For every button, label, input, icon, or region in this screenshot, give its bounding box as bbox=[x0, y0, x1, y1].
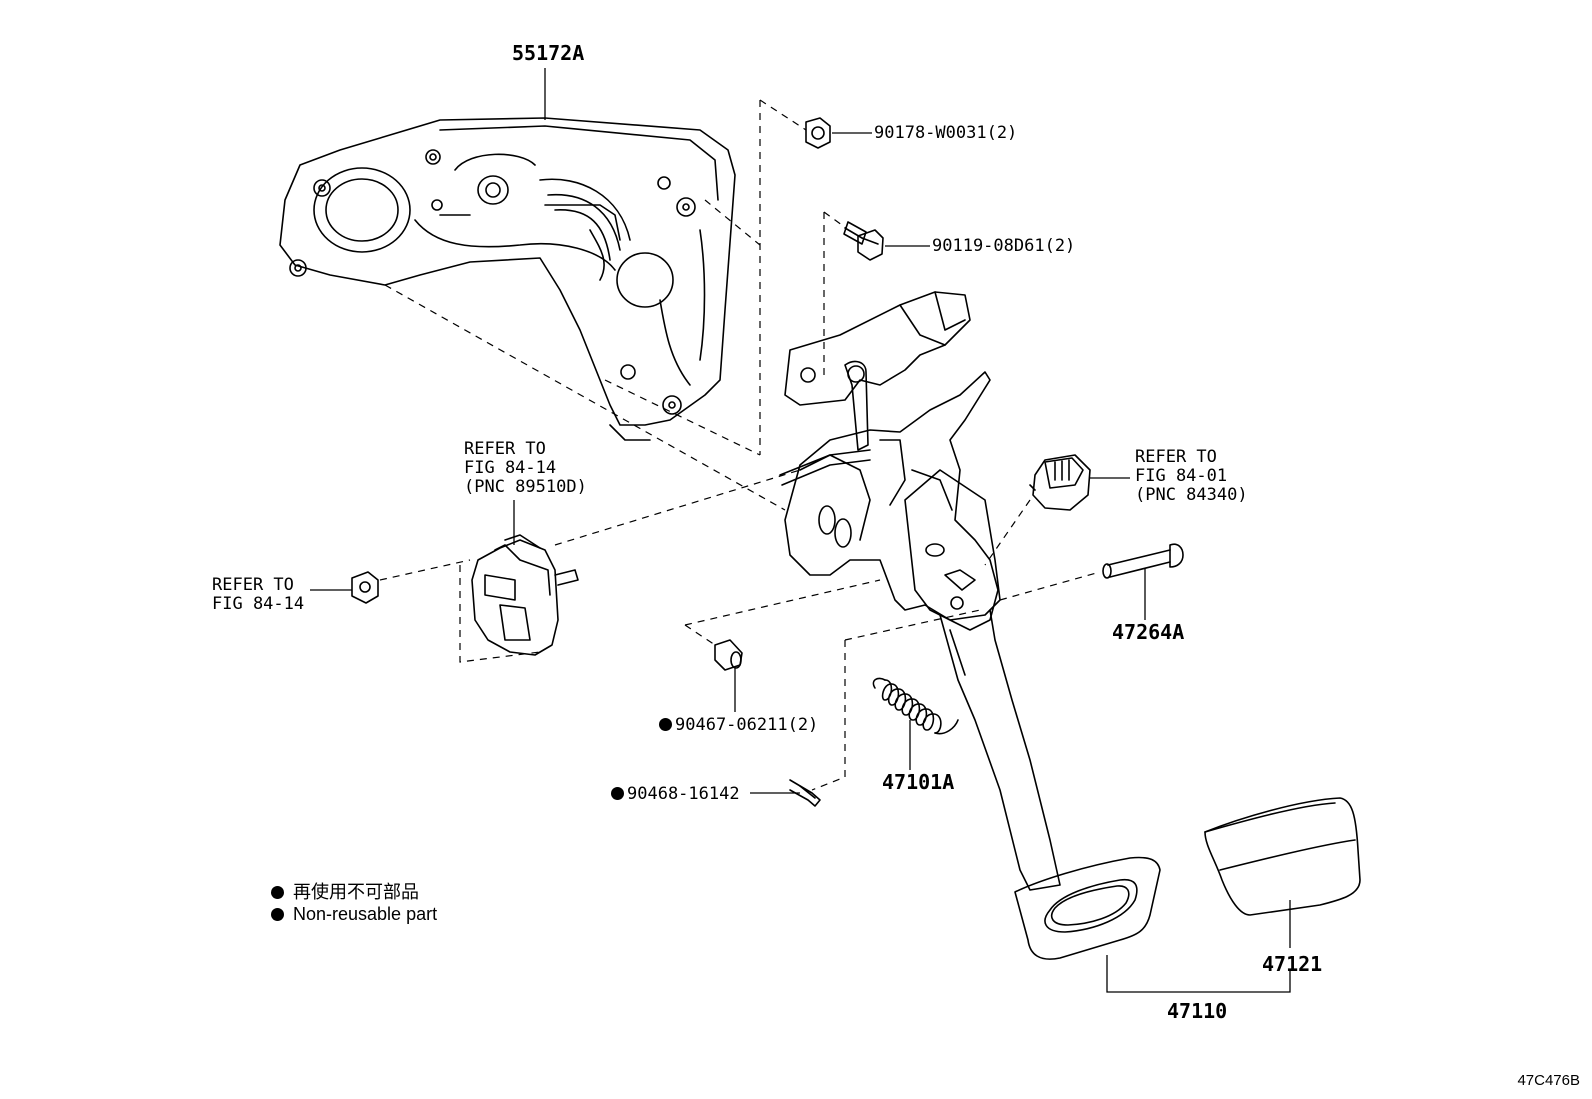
pedal-pad-drawing bbox=[1204, 797, 1361, 916]
bushing-drawing bbox=[714, 639, 743, 671]
stop-lamp-switch-drawing bbox=[1029, 454, 1091, 511]
legend-item-english: Non-reusable part bbox=[271, 904, 437, 925]
nut-drawing bbox=[805, 117, 831, 149]
part-label-clip: 90468-16142 bbox=[611, 785, 740, 804]
dashed-guide-lines bbox=[379, 99, 1101, 791]
part-label-pad: 47121 bbox=[1262, 952, 1323, 976]
non-reusable-dot-icon bbox=[271, 908, 284, 921]
drawing-code: 47C476B bbox=[1517, 1072, 1580, 1089]
part-label-pin: 47264A bbox=[1112, 620, 1185, 644]
part-label-nut: 90178-W0031(2) bbox=[874, 123, 1018, 143]
non-reusable-dot-icon bbox=[271, 886, 284, 899]
part-label-bushing-text: 90467-06211(2) bbox=[675, 715, 819, 735]
part-label-bracket: 55172A bbox=[512, 41, 585, 65]
part-label-clip-text: 90468-16142 bbox=[627, 784, 740, 804]
sensor-nut-drawing bbox=[351, 571, 379, 604]
part-label-bushing: 90467-06211(2) bbox=[659, 716, 818, 735]
refer-label-sensor: REFER TO FIG 84-14 (PNC 89510D) bbox=[464, 439, 587, 497]
leader-lines bbox=[310, 68, 1291, 993]
refer-label-stop-lamp: REFER TO FIG 84-01 (PNC 84340) bbox=[1135, 447, 1248, 505]
legend-text-english: Non-reusable part bbox=[293, 904, 438, 924]
part-label-pedal: 47110 bbox=[1167, 999, 1228, 1023]
non-reusable-dot-icon bbox=[659, 718, 672, 731]
refer-label-nut: REFER TO FIG 84-14 bbox=[212, 575, 305, 614]
pedal-assembly-drawing bbox=[779, 291, 1161, 960]
part-label-spring: 47101A bbox=[882, 770, 955, 794]
non-reusable-dot-icon bbox=[611, 787, 624, 800]
return-spring-drawing bbox=[872, 677, 959, 735]
part-label-bolt: 90119-08D61(2) bbox=[932, 236, 1076, 256]
pedal-sensor-drawing bbox=[471, 534, 579, 656]
bolt-drawing bbox=[843, 221, 884, 261]
legend-item-japanese: 再使用不可部品 bbox=[271, 878, 419, 904]
clevis-pin-drawing bbox=[1102, 543, 1184, 579]
legend-text-japanese: 再使用不可部品 bbox=[293, 882, 419, 902]
pedal-bracket-drawing bbox=[279, 117, 736, 441]
clip-drawing bbox=[789, 779, 821, 807]
